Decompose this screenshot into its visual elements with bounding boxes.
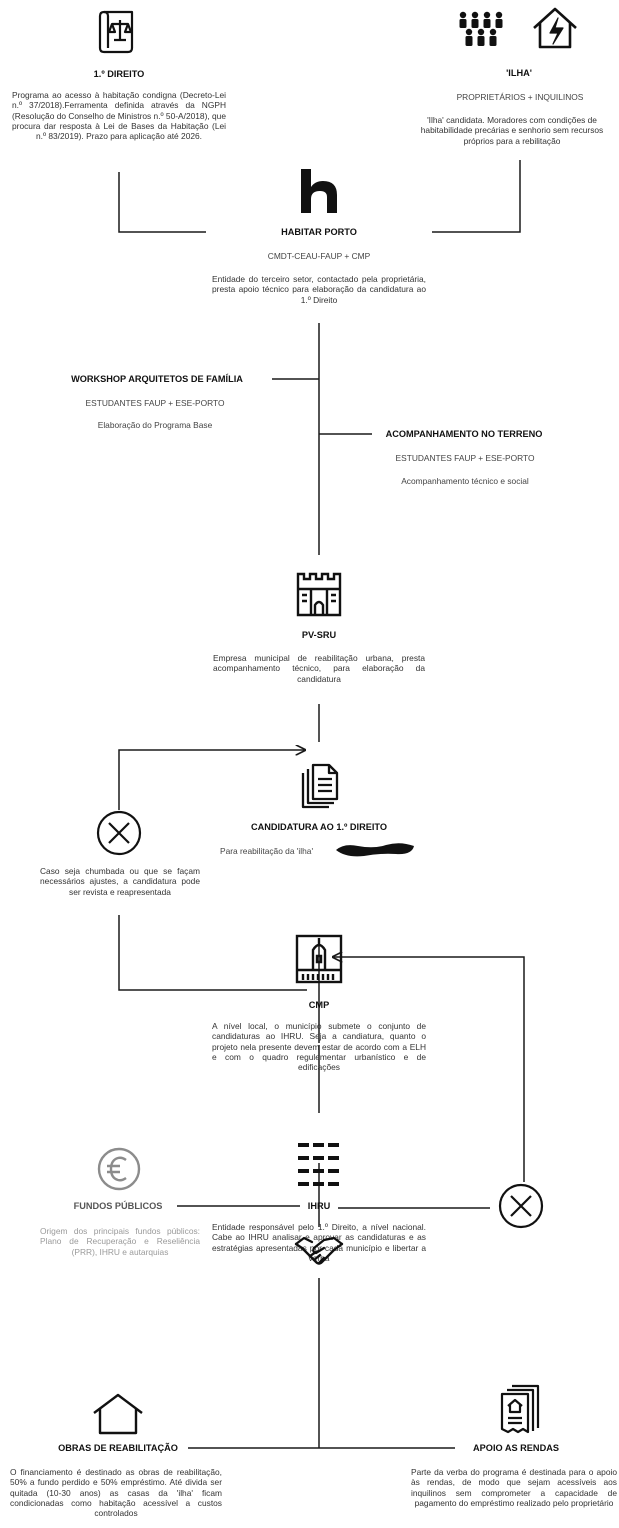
acompanhamento-title: ACOMPANHAMENTO NO TERRENO: [385, 429, 543, 439]
acompanhamento-subtitle: ESTUDANTES FAUP + ESE-PORTO: [395, 453, 535, 463]
ihru-title: IHRU: [307, 1201, 331, 1211]
receipt-icon: [500, 1384, 540, 1434]
ihru-description: Entidade responsável pelo 1.º Direito, a…: [212, 1222, 426, 1263]
redaction-mark: [336, 843, 414, 857]
acompanhamento-description: Acompanhamento técnico e social: [401, 476, 529, 486]
primeiro-direito-description: Programa ao acesso à habitação condigna …: [12, 90, 226, 141]
habitar-porto-logo: [301, 169, 337, 213]
cmp-description: A nível local, o município submete o con…: [212, 1021, 426, 1072]
habitar-porto-subtitle: CMDT-CEAU-FAUP + CMP: [267, 251, 371, 261]
scroll-scale-icon: [98, 10, 134, 54]
workshop-description: Elaboração do Programa Base: [97, 420, 213, 430]
apoio-title: APOIO AS RENDAS: [473, 1443, 559, 1453]
house-lightning-icon: [533, 7, 577, 49]
candidatura-title: CANDIDATURA AO 1.º DIREITO: [250, 822, 388, 832]
castle-icon: [296, 572, 342, 617]
handshake-icon: [294, 1236, 344, 1265]
pv-sru-title: PV-SRU: [301, 630, 337, 640]
workshop-title: WORKSHOP ARQUITETOS DE FAMÍLIA: [71, 374, 243, 384]
candidatura-description: Para reabilitação da 'ilha': [220, 846, 314, 856]
habitar-porto-description: Entidade do terceiro setor, contactado p…: [212, 274, 426, 305]
fundos-description: Origem dos principais fundos públicos: P…: [40, 1226, 200, 1257]
workshop-subtitle: ESTUDANTES FAUP + ESE-PORTO: [85, 398, 225, 408]
ihru-logo: [298, 1143, 339, 1186]
apoio-description: Parte da verba do programa é destinada p…: [411, 1467, 617, 1508]
ilha-subtitle: PROPRIETÁRIOS + INQUILINOS: [456, 92, 584, 102]
ilha-title: 'ILHA': [506, 68, 532, 78]
people-icon: [459, 11, 503, 46]
rejeicao-description: Caso seja chumbada ou que se façam neces…: [40, 866, 200, 897]
obras-description: O financiamento é destinado as obras de …: [10, 1467, 222, 1518]
ilha-description: 'Ilha' candidata. Moradores com condiçõe…: [420, 115, 604, 146]
city-hall-icon: [295, 934, 343, 984]
cmp-title: CMP: [308, 1000, 330, 1010]
obras-title: OBRAS DE REABILITAÇÃO: [58, 1443, 178, 1453]
rejected-icon: [96, 810, 142, 856]
house-icon: [93, 1393, 143, 1435]
rejected-icon: [498, 1183, 544, 1229]
primeiro-direito-title: 1.º DIREITO: [93, 69, 145, 79]
habitar-porto-title: HABITAR PORTO: [281, 227, 357, 237]
euro-icon: [97, 1147, 141, 1191]
documents-icon: [301, 763, 339, 809]
fundos-title: FUNDOS PÚBLICOS: [73, 1201, 163, 1211]
pv-sru-description: Empresa municipal de reabilitação urbana…: [213, 653, 425, 684]
